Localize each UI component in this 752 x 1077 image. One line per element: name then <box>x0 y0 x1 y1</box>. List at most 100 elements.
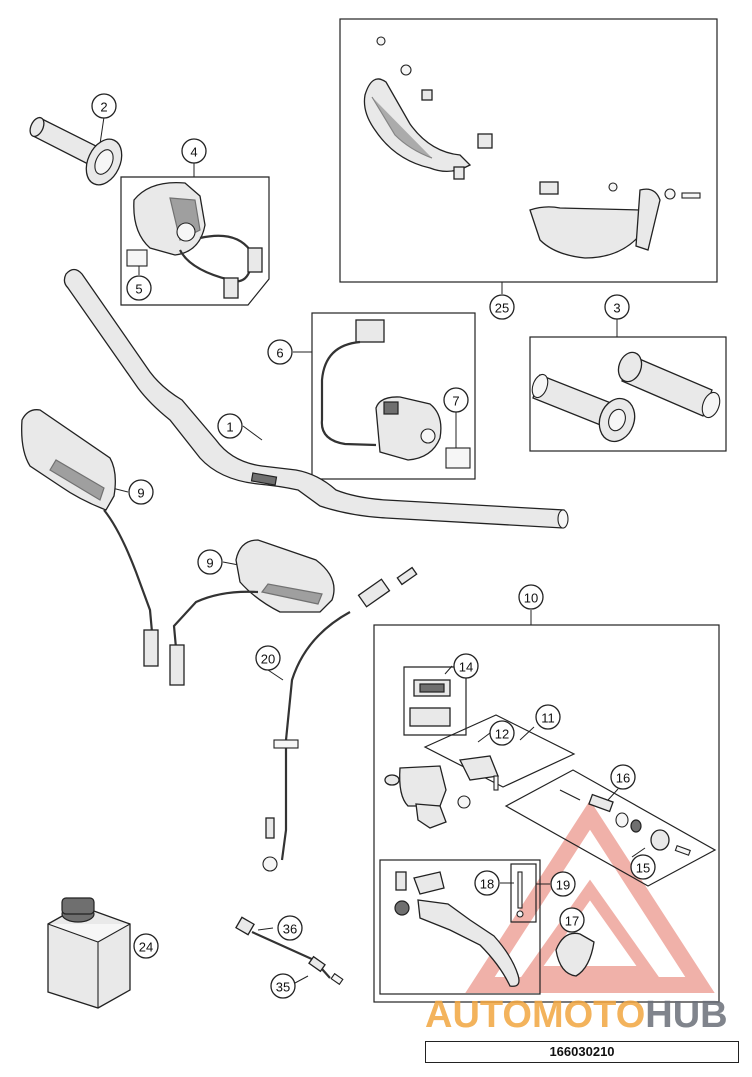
callout-label: 35 <box>276 980 290 995</box>
callout-label: 14 <box>459 660 473 675</box>
bracket-part-12 <box>459 755 499 791</box>
callout-c2: 2 <box>91 93 117 119</box>
callout-circle <box>550 871 576 897</box>
callout-circle <box>126 275 152 301</box>
handlebar-part-1 <box>63 268 569 529</box>
callout-c4: 4 <box>181 138 207 164</box>
switch-part-36 <box>235 916 344 986</box>
group-box-16 <box>504 769 717 887</box>
callout-circle <box>255 645 281 671</box>
group-box-3 <box>529 336 727 452</box>
callout-label: 20 <box>261 652 275 667</box>
callout-label: 5 <box>135 282 142 297</box>
callout-c24: 24 <box>133 933 159 959</box>
grip-part-2 <box>29 116 123 186</box>
handguard-part-25 <box>363 36 701 259</box>
callout-c16: 16 <box>610 764 636 790</box>
callout-circle <box>474 870 500 896</box>
callout-c9b: 9 <box>197 549 223 575</box>
callout-c35: 35 <box>270 973 296 999</box>
callout-label: 25 <box>495 301 509 316</box>
callout-circle <box>443 387 469 413</box>
callout-c15: 15 <box>630 854 656 880</box>
callout-label: 4 <box>190 145 197 160</box>
callout-c18: 18 <box>474 870 500 896</box>
watermark-logo <box>465 800 715 993</box>
group-box-14 <box>403 666 467 736</box>
callout-label: 36 <box>283 922 297 937</box>
group-box-10 <box>373 624 720 1003</box>
watermark-part-hub: HUB <box>645 994 727 1036</box>
callout-label: 6 <box>276 346 283 361</box>
lever-assembly <box>394 871 524 987</box>
adjuster-part-17 <box>555 932 595 977</box>
callout-label: 10 <box>524 591 538 606</box>
callout-circle <box>181 138 207 164</box>
callout-c12: 12 <box>489 720 515 746</box>
callout-circle <box>133 933 159 959</box>
callout-circle <box>267 339 293 365</box>
callout-label: 11 <box>541 711 555 726</box>
callout-label: 12 <box>495 727 509 742</box>
mirror-right-part-9 <box>169 539 335 686</box>
group-box-6 <box>311 312 476 480</box>
switch-housing-part-6 <box>320 319 471 469</box>
callout-c6: 6 <box>267 339 293 365</box>
callout-c20: 20 <box>255 645 281 671</box>
callout-c17: 17 <box>559 907 585 933</box>
callout-c5: 5 <box>126 275 152 301</box>
callout-label: 24 <box>139 940 153 955</box>
group-box-lever <box>379 859 541 995</box>
group-box-19 <box>510 863 537 923</box>
callout-circle <box>535 704 561 730</box>
callout-c36: 36 <box>277 915 303 941</box>
callout-circle <box>128 479 154 505</box>
callout-circle <box>518 584 544 610</box>
callout-circle <box>604 294 630 320</box>
reservoir-cover-part-14 <box>409 679 451 727</box>
callout-circle <box>197 549 223 575</box>
fluid-can-part-24 <box>47 897 131 1009</box>
watermark-part-auto: AUTO <box>425 994 532 1036</box>
callout-c1: 1 <box>217 413 243 439</box>
callout-label: 9 <box>137 486 144 501</box>
group-box-4 <box>120 176 270 306</box>
callout-label: 15 <box>636 861 650 876</box>
callout-label: 1 <box>226 420 233 435</box>
callout-circle <box>277 915 303 941</box>
mirror-left-part-9 <box>21 409 159 667</box>
grip-pair-part-3 <box>531 351 721 443</box>
callout-circle <box>630 854 656 880</box>
callout-circle <box>610 764 636 790</box>
callout-circle <box>453 653 479 679</box>
part-number-label: 166030210 <box>425 1041 739 1063</box>
callout-circle <box>270 973 296 999</box>
callout-label: 9 <box>206 556 213 571</box>
callout-label: 17 <box>565 914 579 929</box>
callout-c11: 11 <box>535 704 561 730</box>
callout-label: 7 <box>452 394 459 409</box>
callout-label: 19 <box>556 878 570 893</box>
watermark-text: AUTOMOTOHUB <box>425 994 728 1036</box>
callout-circle <box>489 294 515 320</box>
callout-circle <box>91 93 117 119</box>
callout-c14: 14 <box>453 653 479 679</box>
callout-circle <box>559 907 585 933</box>
callout-c19: 19 <box>550 871 576 897</box>
callout-label: 2 <box>100 100 107 115</box>
watermark-part-moto: MOTO <box>532 994 645 1036</box>
callout-c25: 25 <box>489 294 515 320</box>
callout-circle <box>489 720 515 746</box>
piston-kit-part-16 <box>559 789 691 856</box>
callout-c9a: 9 <box>128 479 154 505</box>
callout-label: 16 <box>616 771 630 786</box>
group-box-25 <box>339 18 718 283</box>
callout-c3: 3 <box>604 294 630 320</box>
callout-label: 3 <box>613 301 620 316</box>
callout-circle <box>217 413 243 439</box>
callout-c10: 10 <box>518 584 544 610</box>
master-cylinder <box>384 765 471 829</box>
switch-housing-part-4 <box>126 181 263 299</box>
